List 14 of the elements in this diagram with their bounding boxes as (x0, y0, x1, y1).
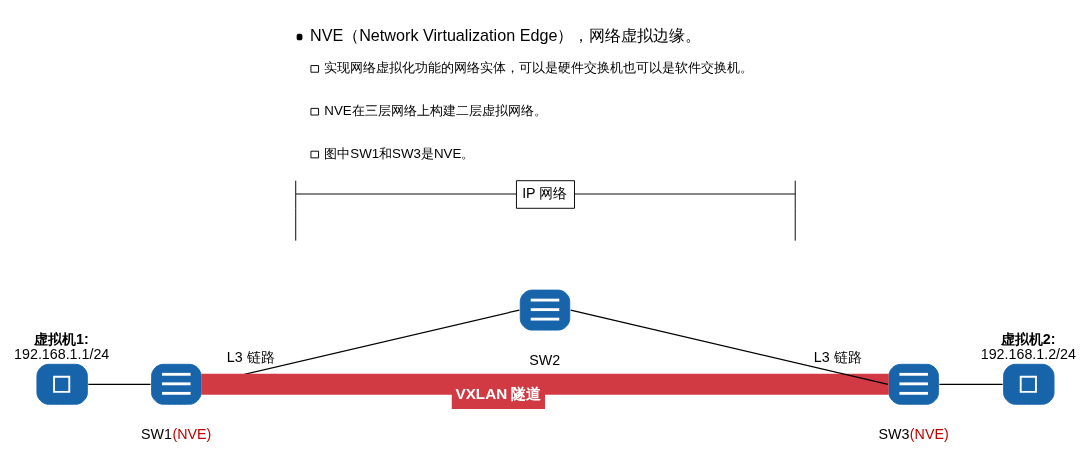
label: NVE在三层网络上构建二层虚拟网络。 (324, 102, 547, 118)
edge-label: VXLAN 隧道 (455, 384, 542, 402)
node-label: 虚拟机1: (34, 330, 89, 347)
label: 实现网络虚拟化功能的网络实体，可以是硬件交换机也可以是软件交换机。 (324, 59, 754, 75)
edge-label: L3 链路 (813, 348, 862, 365)
edge-label: L3 链路 (226, 348, 275, 365)
node-label: (NVE) (909, 425, 949, 442)
node-label: SW1 (141, 425, 173, 442)
node-label: (NVE) (172, 425, 212, 442)
node-label: SW2 (529, 351, 561, 368)
diagram-title: NVE（Network Virtualization Edge），网络虚拟边缘。 (310, 25, 702, 44)
node-label: 虚拟机2: (1000, 330, 1056, 347)
node-label: SW3 (878, 425, 910, 442)
label: 图中SW1和SW3是NVE。 (324, 145, 475, 161)
